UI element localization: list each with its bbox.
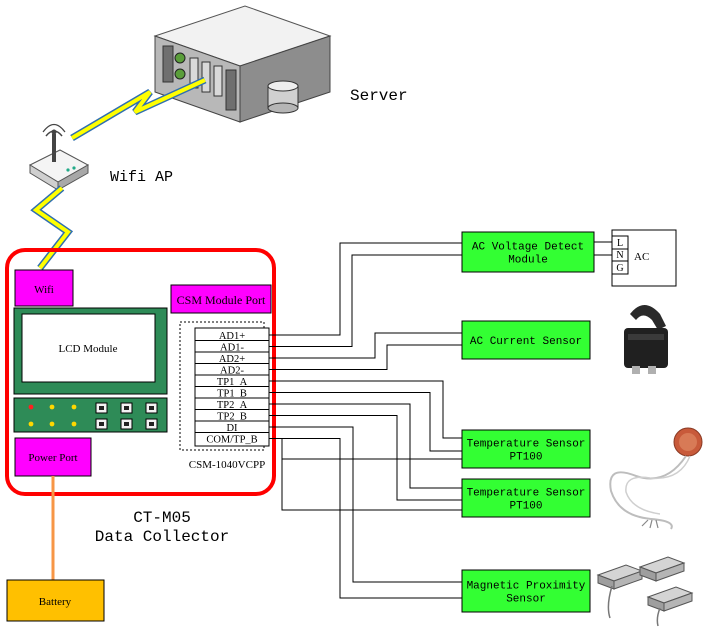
wifi-ap-label: Wifi AP xyxy=(110,169,173,186)
data-collector-outline xyxy=(5,248,276,496)
sensor-box-temp2 xyxy=(461,478,591,518)
wire xyxy=(269,332,462,359)
terminal-label: AD2- xyxy=(220,366,244,377)
ac-label: AC xyxy=(634,251,649,263)
sensor-label: Temperature Sensor xyxy=(467,439,586,451)
terminal-block: AD1+AD1-AD2+AD2-TP1_ATP1_BTP2_ATP2_BDICO… xyxy=(179,321,270,451)
collector-name-label: Data Collector xyxy=(95,528,229,546)
terminal-label: DI xyxy=(226,423,238,434)
wire xyxy=(269,344,462,370)
terminal-label: AD1- xyxy=(220,343,244,354)
terminal-label: TP2_B xyxy=(217,412,247,423)
power-port-label: Power Port xyxy=(28,452,77,464)
csm-module-port-label: CSM Module Port xyxy=(177,293,266,307)
csm-model-label: CSM-1040VCPP xyxy=(189,459,265,471)
wire xyxy=(269,403,462,489)
sensor-label: PT100 xyxy=(509,452,542,464)
terminal-label: TP1_B xyxy=(217,389,247,400)
wire xyxy=(269,438,462,599)
magnetic-proximity-icon xyxy=(596,556,694,627)
server-icon xyxy=(153,5,332,123)
sensor-label: AC Voltage Detect xyxy=(472,242,584,254)
wire xyxy=(269,426,462,583)
wifi-module-box xyxy=(14,269,74,307)
battery-label: Battery xyxy=(39,596,72,608)
ac-terminal-g: G xyxy=(616,263,623,274)
lcd-module-label: LCD Module xyxy=(59,343,118,355)
terminal-label: COM/TP_B xyxy=(206,435,257,446)
sensor-label: Module xyxy=(508,255,548,267)
wire xyxy=(269,415,462,501)
sensor-box-ac-current xyxy=(461,320,591,360)
wire xyxy=(269,438,462,460)
terminal-label: AD1+ xyxy=(219,331,245,342)
terminal-label: AD2+ xyxy=(219,354,245,365)
sensor-label: Magnetic Proximity xyxy=(467,581,586,593)
wifi-router-icon xyxy=(28,123,90,191)
wire xyxy=(281,459,462,511)
sensor-box-ac-voltage xyxy=(461,231,595,273)
ac-terminal-l: L xyxy=(617,238,623,249)
battery-box xyxy=(6,579,105,622)
temperature-probe-icon xyxy=(609,427,703,530)
wire xyxy=(269,380,462,439)
ac-terminal-box: L N G AC xyxy=(611,229,677,287)
wire xyxy=(269,254,462,347)
sensor-box-magnetic xyxy=(461,569,591,613)
wifi-module-label: Wifi xyxy=(34,284,54,296)
sensor-label: AC Current Sensor xyxy=(470,336,582,348)
sensor-label: Temperature Sensor xyxy=(467,488,586,500)
sensor-box-temp1 xyxy=(461,429,591,469)
sensor-label: PT100 xyxy=(509,501,542,513)
power-port-box xyxy=(14,437,92,477)
terminal-label: TP2_A xyxy=(217,400,248,411)
current-clamp-icon xyxy=(624,305,668,374)
ac-terminal-n: N xyxy=(616,250,623,261)
wire xyxy=(269,392,462,452)
collector-model-label: CT-M05 xyxy=(133,509,191,527)
server-label: Server xyxy=(350,87,408,105)
sensor-label: Sensor xyxy=(506,594,546,606)
device-panel: LCD Module xyxy=(13,307,168,433)
terminal-label: TP1_A xyxy=(217,377,248,388)
wire xyxy=(269,242,462,336)
csm-module-port-box xyxy=(170,284,272,314)
database-icon xyxy=(267,80,299,114)
